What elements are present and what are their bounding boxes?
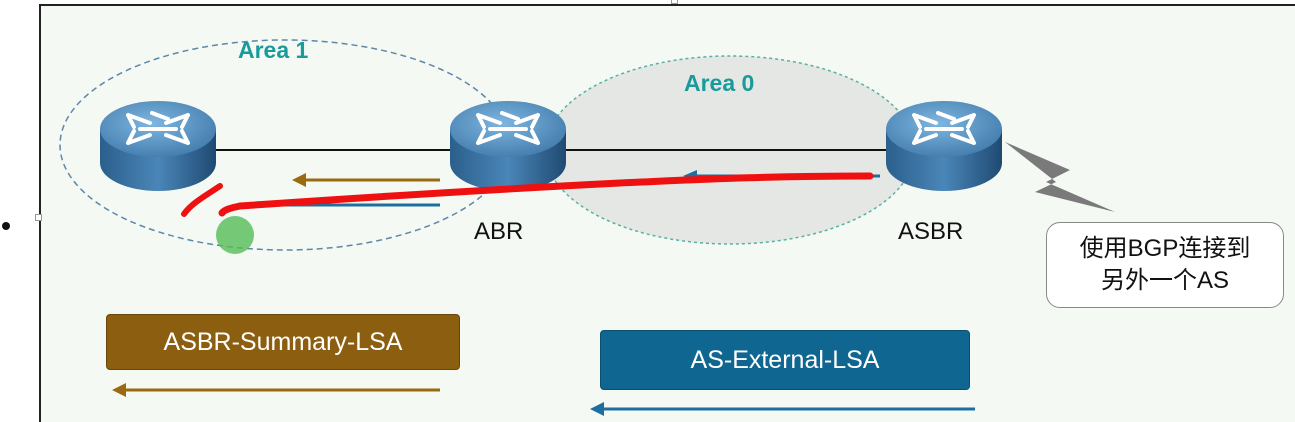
area-0-label: Area 0 [684, 70, 755, 96]
asbr-summary-arrow-upper [292, 173, 440, 187]
as-external-lsa-box[interactable]: AS-External-LSA [600, 330, 970, 390]
callout-line-2: 另外一个AS [1100, 267, 1229, 294]
bgp-callout: 使用BGP连接到 另外一个AS [1046, 222, 1284, 308]
asbr-summary-lsa-box[interactable]: ASBR-Summary-LSA [106, 314, 460, 370]
lightning-bolt-icon [1005, 142, 1115, 212]
router-icon-internal[interactable] [98, 99, 218, 193]
as-external-arrow-lower [590, 402, 975, 416]
router-icon-asbr[interactable] [884, 99, 1004, 193]
area-1-label: Area 1 [238, 37, 309, 63]
asbr-summary-arrow-lower [112, 383, 440, 397]
annotation-green-dot [216, 216, 254, 254]
annotation-red-stroke [218, 172, 874, 217]
resize-handle-top[interactable] [671, 0, 678, 4]
router-label-asbr: ASBR [898, 218, 964, 245]
as-external-lsa-label: AS-External-LSA [690, 345, 880, 374]
router-icon-abr[interactable] [448, 99, 568, 193]
router-label-abr: ABR [474, 218, 524, 245]
resize-handle-left[interactable] [35, 214, 42, 221]
annotation-red-tick [181, 183, 223, 217]
asbr-summary-lsa-label: ASBR-Summary-LSA [163, 327, 403, 356]
bullet-marker [2, 222, 10, 230]
callout-line-1: 使用BGP连接到 [1079, 235, 1251, 262]
